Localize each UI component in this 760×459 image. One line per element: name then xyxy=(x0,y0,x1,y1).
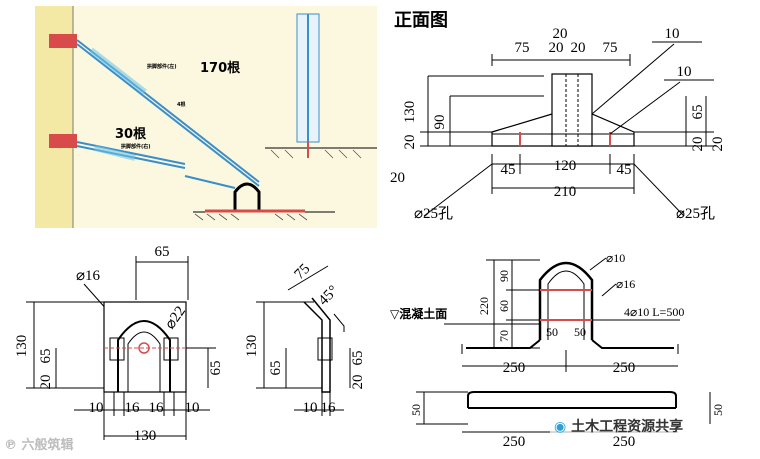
anchor-rebar-drawing: ⌀10 ⌀16 ▽混凝土面 220 90 60 70 50 50 4⌀10 L=… xyxy=(390,251,725,450)
hole-left: ⌀25孔 xyxy=(414,205,453,222)
u-bolt-drawing: 65 ⌀16 ⌀22 130 65 20 65 10 16 16 10 xyxy=(14,244,366,444)
side-dim-10: 10 xyxy=(303,400,318,416)
anchor-dim-50b: 50 xyxy=(574,325,586,339)
anchor-dim-220: 220 xyxy=(477,297,491,315)
dim-75a: 75 xyxy=(515,40,530,56)
label-170: 170根 xyxy=(200,60,241,76)
side-dim-16: 16 xyxy=(321,400,337,416)
anchor-dim-250c: 250 xyxy=(503,434,526,450)
ubolt-dim-10a: 10 xyxy=(89,400,104,416)
anchor-dim-50a: 50 xyxy=(546,325,558,339)
dim-90: 90 xyxy=(432,115,448,130)
arch-strut-drawing: 170根 30根 拱脚部件(左) 拱脚部件(右) 4根 xyxy=(35,6,377,228)
ubolt-dim-16b: 16 xyxy=(149,400,165,416)
dim-130: 130 xyxy=(402,101,418,124)
front-view-title: 正面图 xyxy=(394,10,448,31)
anchor-phi16: ⌀16 xyxy=(616,277,635,291)
ubolt-dim-130: 130 xyxy=(14,335,30,358)
ubolt-dim-130-bottom: 130 xyxy=(134,428,157,444)
ubolt-phi16: ⌀16 xyxy=(76,268,101,284)
dim-120: 120 xyxy=(554,158,577,174)
dim-10a: 10 xyxy=(665,26,680,42)
side-dim-65-right: 65 xyxy=(350,351,366,366)
side-dim-65: 65 xyxy=(268,361,284,376)
dim-45a: 45 xyxy=(501,162,516,178)
wechat-icon: ℗ xyxy=(4,438,17,453)
dim-45b: 45 xyxy=(617,162,632,178)
small-note-1: 拱脚部件(左) xyxy=(146,63,177,70)
anchor-dim-250d: 250 xyxy=(613,434,636,450)
dim-20b: 20 xyxy=(571,40,586,56)
ubolt-dim-16a: 16 xyxy=(125,400,141,416)
ubolt-dim-65-left: 65 xyxy=(38,349,54,364)
dim-20a: 20 xyxy=(549,40,564,56)
anchor-dim-250a: 250 xyxy=(503,360,526,376)
anchor-dim-60: 60 xyxy=(497,300,511,312)
side-dim-75: 75 xyxy=(292,261,314,283)
dim-75b: 75 xyxy=(603,40,618,56)
ubolt-dim-65-right: 65 xyxy=(208,361,224,376)
ubolt-dim-10b: 10 xyxy=(185,400,200,416)
anchor-dim-70: 70 xyxy=(497,330,511,342)
dim-65: 65 xyxy=(690,105,706,120)
watermark-left-text: 六般筑辑 xyxy=(21,438,74,453)
ubolt-dim-20-left: 20 xyxy=(38,375,54,390)
side-dim-130: 130 xyxy=(244,335,260,358)
side-dim-20: 20 xyxy=(350,375,366,390)
dim-10b: 10 xyxy=(677,64,692,80)
anchor-concrete-surface: ▽混凝土面 xyxy=(390,306,447,321)
dim-20-left: 20 xyxy=(402,135,418,150)
anchor-dim-50-left: 50 xyxy=(409,404,423,416)
anchor-dim-50-right: 50 xyxy=(711,404,725,416)
ubolt-dim-65: 65 xyxy=(155,244,170,260)
dim-20-center: 20 xyxy=(710,137,726,152)
dim-top-20: 20 xyxy=(553,26,568,42)
side-angle-45: 45° xyxy=(316,283,342,309)
anchor-dim-90: 90 xyxy=(497,270,511,282)
anchor-dim-250b: 250 xyxy=(613,360,636,376)
anchor-rebar-note: 4⌀10 L=500 xyxy=(624,305,684,319)
dim-20-right: 20 xyxy=(690,137,706,152)
watermark-left: ℗ 六般筑辑 xyxy=(4,434,74,453)
hole-right: ⌀25孔 xyxy=(676,205,715,222)
small-note-3: 4根 xyxy=(177,101,186,108)
dim-20-outside: 20 xyxy=(390,170,405,186)
front-view-drawing: 正面图 20 75 20 20 75 10 10 130 90 20 xyxy=(390,10,726,222)
anchor-phi10: ⌀10 xyxy=(606,251,625,265)
dim-210: 210 xyxy=(554,184,577,200)
label-30: 30根 xyxy=(115,126,147,142)
watermark-right: ◉ 土木工程资源共享 xyxy=(550,416,688,436)
watermark-right-text: 土木工程资源共享 xyxy=(571,419,684,435)
wechat-icon: ◉ xyxy=(554,419,567,435)
small-note-2: 拱脚部件(右) xyxy=(120,143,151,150)
